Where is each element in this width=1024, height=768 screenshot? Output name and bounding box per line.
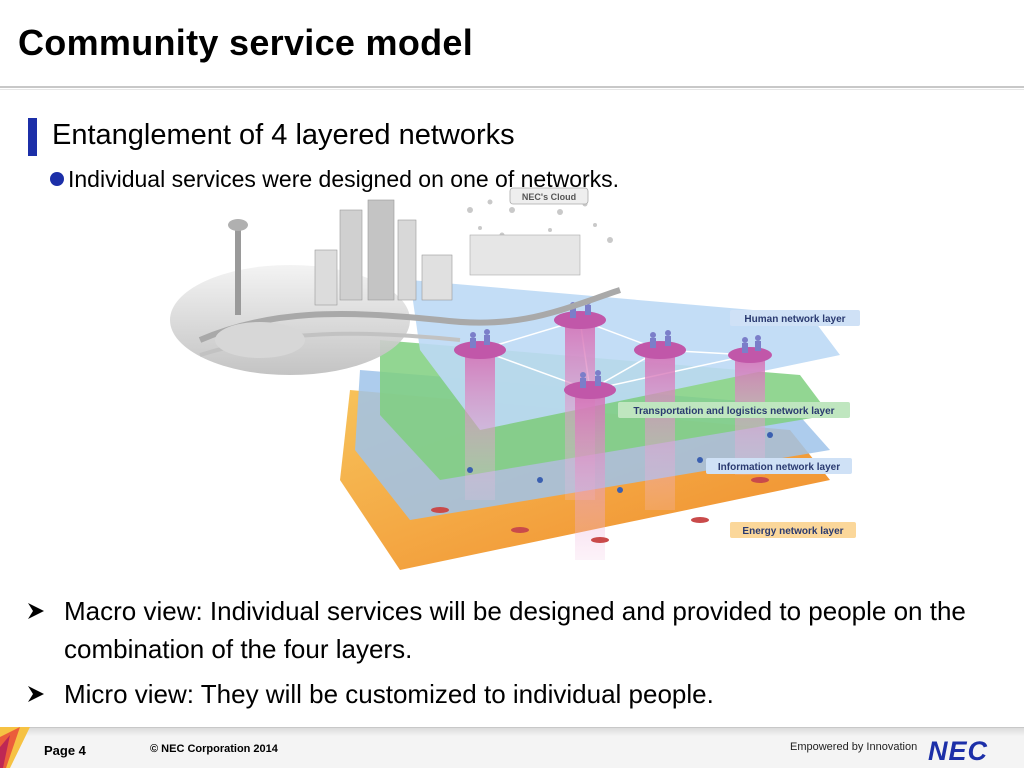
transportation-layer-label: Transportation and logistics network lay… xyxy=(633,406,834,417)
information-layer-label: Information network layer xyxy=(718,462,840,473)
title-divider-shadow xyxy=(0,89,1024,90)
cloud-dots xyxy=(467,198,613,243)
footer-bar xyxy=(0,727,1024,768)
arrow-bullet-icon xyxy=(28,603,44,619)
slide-title: Community service model xyxy=(18,22,474,63)
transportation-layer-tag xyxy=(618,402,850,418)
page-number: Page 4 xyxy=(44,743,86,758)
bullet-item: Micro view: They will be customized to i… xyxy=(26,675,986,713)
section-heading: Entanglement of 4 layered networks xyxy=(52,119,515,151)
service-hubs xyxy=(454,311,772,560)
copyright-notice: © NEC Corporation 2014 xyxy=(150,743,278,755)
human-layer-label: Human network layer xyxy=(744,314,845,325)
heading-marker xyxy=(28,118,37,156)
human-layer-tag xyxy=(730,310,860,326)
company-tagline: Empowered by Innovation xyxy=(790,741,918,753)
footer-flare-graphic xyxy=(0,727,30,768)
nec-logo: NEC xyxy=(928,736,989,766)
bullet-item: Macro view: Individual services will be … xyxy=(26,592,986,668)
network-nodes xyxy=(431,477,769,543)
bullet-dot-icon xyxy=(50,172,64,186)
energy-layer-tag xyxy=(730,522,856,538)
city-illustration xyxy=(170,199,621,375)
bullet-text: Micro view: They will be customized to i… xyxy=(64,679,714,709)
information-nodes xyxy=(467,432,773,493)
bullet-text: Macro view: Individual services will be … xyxy=(64,596,966,664)
arrow-bullet-icon xyxy=(28,686,44,702)
layered-network-illustration: NEC's Cloud xyxy=(170,187,860,570)
cloud-label: NEC's Cloud xyxy=(522,192,576,202)
cloud-label-box xyxy=(509,187,589,205)
bullet-list: Macro view: Individual services will be … xyxy=(26,592,986,720)
energy-layer-label: Energy network layer xyxy=(742,526,843,537)
title-divider xyxy=(0,86,1024,88)
information-layer-tag xyxy=(706,458,852,474)
